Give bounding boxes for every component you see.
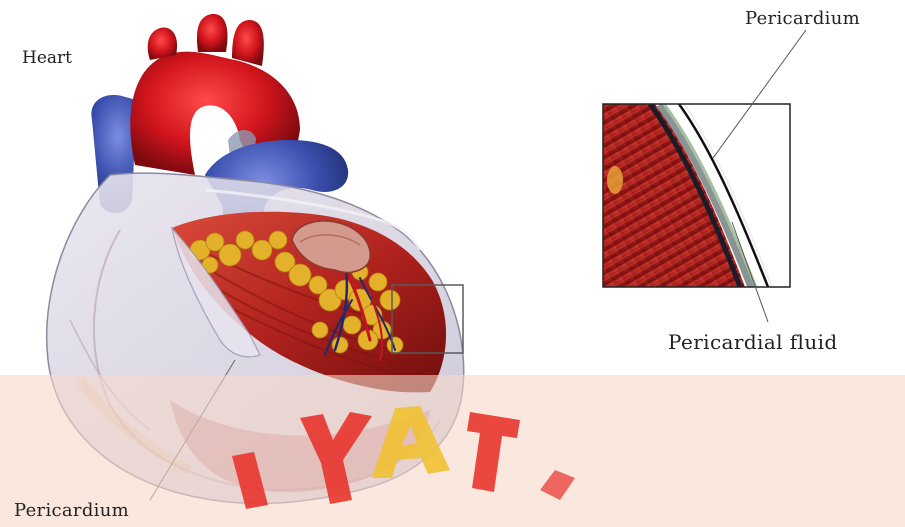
heart-label: Heart (22, 48, 72, 68)
pericardium-label-inset: Pericardium (745, 8, 860, 29)
artery-branch-2 (197, 14, 228, 52)
magnified-inset (603, 104, 790, 287)
artery-branch-3 (232, 20, 264, 66)
pericardial-fluid-label: Pericardial fluid (668, 330, 838, 354)
artery-branch-1 (148, 28, 177, 60)
pericardium-label-heart: Pericardium (14, 500, 129, 521)
